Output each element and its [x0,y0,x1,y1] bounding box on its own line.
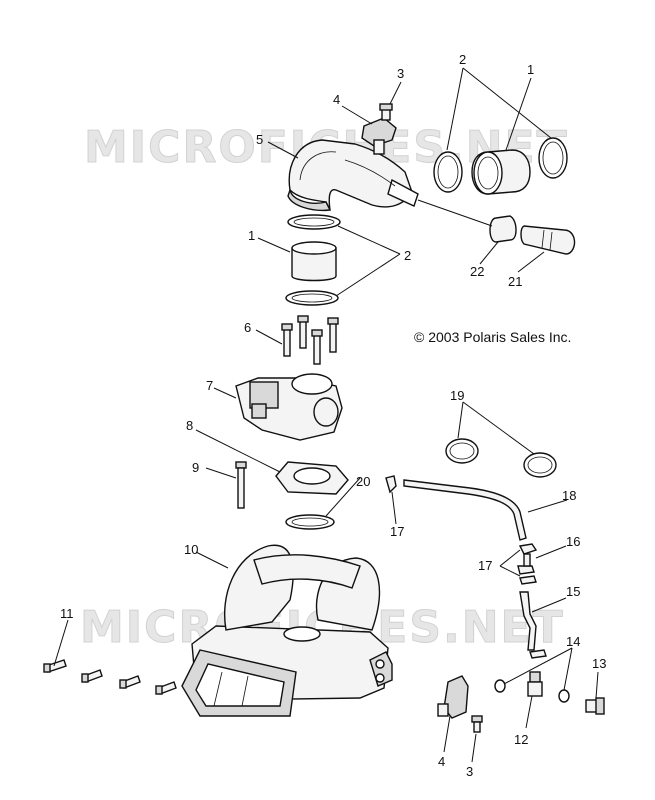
callout-19: 19 [450,388,464,403]
callout-10: 10 [184,542,198,557]
callout-9: 9 [192,460,199,475]
part-3-screw-bottom [471,715,483,733]
part-13-bolt [585,697,605,715]
part-2-ring-mid-upper [287,214,341,230]
part-4-sensor-top [361,117,397,155]
callout-12: 12 [514,732,528,747]
copyright-text: © 2003 Polaris Sales Inc. [414,329,571,345]
callout-2-mid: 2 [404,248,411,263]
part-15-hose [519,591,537,651]
callout-15: 15 [566,584,580,599]
part-4-sensor-bottom [437,675,469,719]
part-16-clamps [517,543,538,585]
part-18-hose [403,479,527,541]
part-1-coupler-top [471,149,531,195]
callout-6: 6 [244,320,251,335]
callout-3-top: 3 [397,66,404,81]
callout-18: 18 [562,488,576,503]
part-2-ring-mid-lower [285,290,339,306]
part-22-small-ring [489,215,517,243]
part-14-washers [494,679,570,703]
part-17-clamp-left [385,475,397,494]
part-20-ring [285,514,335,530]
callout-17-left: 17 [390,524,404,539]
callout-17-right: 17 [478,558,492,573]
callout-20: 20 [356,474,370,489]
part-2-ring-top-left [433,151,463,193]
callout-11: 11 [60,606,74,621]
part-10-intake-manifold [181,544,393,717]
callout-7: 7 [206,378,213,393]
part-21-hose [520,225,576,255]
callout-4-bottom: 4 [438,754,445,769]
callout-14: 14 [566,634,580,649]
callout-8: 8 [186,418,193,433]
part-2-ring-top-right [538,137,568,179]
part-3-screw-top [379,103,393,121]
part-11-bolts [43,659,177,695]
callout-22: 22 [470,264,484,279]
callout-5: 5 [256,132,263,147]
callout-1-top: 1 [527,62,534,77]
part-6-bolts [281,315,339,365]
callout-3-bottom: 3 [466,764,473,779]
part-19-rings [445,438,557,478]
part-5-elbow-duct [287,139,419,212]
callout-4-top: 4 [333,92,340,107]
callout-2-top: 2 [459,52,466,67]
part-14-clamp [529,649,547,659]
leader-lines [53,67,599,763]
part-1-coupler-mid [291,241,337,282]
part-8-adapter [275,461,349,495]
part-9-bolt [235,461,247,509]
callout-21: 21 [508,274,522,289]
callout-1-mid: 1 [248,228,255,243]
callout-16: 16 [566,534,580,549]
part-7-throttle-body [235,373,343,441]
part-12-fitting [527,671,543,697]
callout-13: 13 [592,656,606,671]
